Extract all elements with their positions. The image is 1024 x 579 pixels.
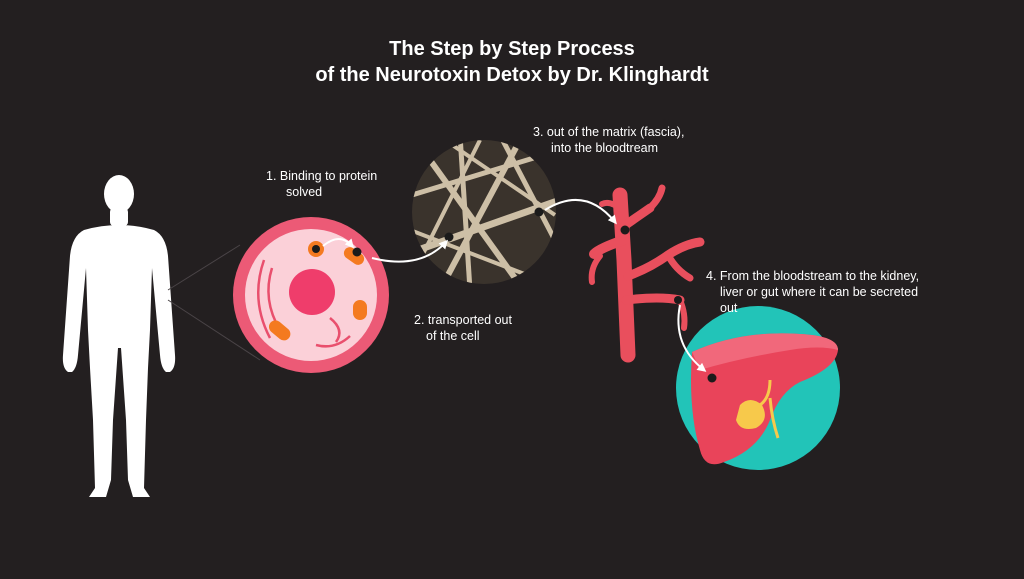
step-2-line-2: of the cell xyxy=(426,329,480,343)
nucleus xyxy=(289,269,335,315)
arrow-icon xyxy=(544,198,617,225)
step-4-line-3: out xyxy=(720,301,738,315)
step-1-line-2: solved xyxy=(286,185,323,199)
step-3-label: 3. out of the matrix (fascia), into the … xyxy=(533,124,684,156)
mitochondria xyxy=(268,320,291,341)
step-2-line-1: 2. transported out xyxy=(414,313,512,327)
toxin-dot xyxy=(620,225,630,235)
cell-icon xyxy=(233,217,389,373)
toxin-dot xyxy=(444,232,454,242)
arrow-icon xyxy=(677,304,707,372)
arrow-icon xyxy=(322,238,354,249)
step-2-label: 2. transported out of the cell xyxy=(414,312,512,344)
zoom-line-top xyxy=(167,244,241,291)
toxin-dot xyxy=(707,373,717,383)
zoom-line-bottom xyxy=(167,299,261,361)
step-4-line-2: liver or gut where it can be secreted xyxy=(720,285,919,299)
blood-vessel-icon xyxy=(588,184,705,363)
step-3-line-2: into the bloodtream xyxy=(551,141,659,155)
mitochondria xyxy=(343,247,365,265)
step-1-label: 1. Binding to protein solved xyxy=(266,168,377,200)
toxin-dot xyxy=(534,207,544,217)
step-1-line-1: 1. Binding to protein xyxy=(266,169,378,183)
human-silhouette-icon xyxy=(62,175,176,497)
title-line-1: The Step by Step Process xyxy=(389,38,635,60)
toxin-dot xyxy=(674,296,682,304)
toxin-dot xyxy=(312,245,320,253)
arrow-icon xyxy=(371,239,449,263)
title-line-2: of the Neurotoxin Detox by Dr. Klinghard… xyxy=(315,64,709,86)
step-4-line-1: 4. From the bloodstream to the kidney, xyxy=(706,269,920,283)
fascia-matrix-icon xyxy=(412,140,556,284)
mitochondria xyxy=(353,300,367,320)
liver-icon xyxy=(676,306,840,470)
step-3-line-1: 3. out of the matrix (fascia), xyxy=(533,125,685,139)
toxin-dot xyxy=(352,247,362,257)
step-4-label: 4. From the bloodstream to the kidney, l… xyxy=(706,268,919,316)
